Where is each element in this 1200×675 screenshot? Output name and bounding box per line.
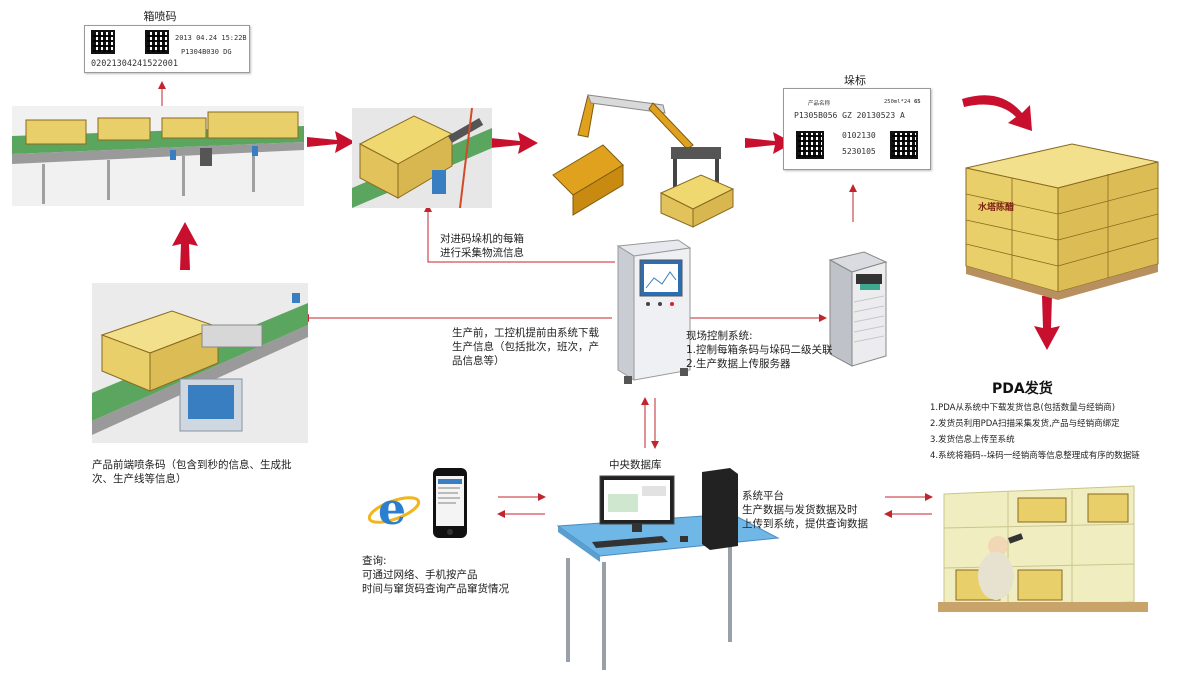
product-name-label: 产品名称 <box>808 101 831 107</box>
central-db-caption: 中央数据库 <box>609 459 662 471</box>
pda-step-1: 1.PDA从系统中下载发货信息(包括数量与经销商) <box>930 403 1116 413</box>
flow-arrow-up <box>172 222 198 270</box>
industrial-pc-cabinet-image <box>604 238 696 386</box>
pallet-spec: 250ml*24 <box>884 99 911 105</box>
front-coding-image <box>92 283 308 443</box>
conveyor-line-image <box>12 106 304 206</box>
flow-arrow-curved <box>962 95 1032 131</box>
carton-code-title: 箱喷码 <box>143 10 177 23</box>
pda-steps: 1.PDA从系统中下载发货信息(包括数量与经销商) 2.发货员利用PDA扫描采集… <box>930 400 1140 464</box>
svg-text:e: e <box>378 484 406 532</box>
smartphone-icon <box>432 467 468 539</box>
carton-date-time: 2013 04.24 15:22B <box>175 34 247 42</box>
flow-arrow-3 <box>745 132 793 154</box>
qr-code-icon <box>796 131 824 159</box>
pallet-stack-image: 水塔陈醋 <box>962 134 1162 304</box>
pda-step-4: 4.系统将箱码--垛码一经销商等信息整理成有序的数据链 <box>930 451 1140 461</box>
qr-code-icon <box>91 30 115 54</box>
before-production-caption: 生产前，工控机提前由系统下载 生产信息（包括批次，班次，产 品信息等） <box>452 327 599 367</box>
qr-code-icon <box>890 131 918 159</box>
pda-step-2: 2.发货员利用PDA扫描采集发货,产品与经销商绑定 <box>930 419 1120 429</box>
flow-arrow-down <box>1034 296 1060 350</box>
brand-mark: 水塔陈醋 <box>978 203 1015 213</box>
palletizing-robot-image <box>533 75 743 230</box>
carton-batch: P1304B030 DG <box>181 48 232 56</box>
pallet-spec-value: 65 <box>914 99 921 105</box>
pallet-label: 产品名称 250ml*24 65 P1305B056 GZ 20130523 A… <box>783 88 931 170</box>
pallet-batch-line: P1305B056 GZ 20130523 A <box>794 111 905 120</box>
front-coding-caption: 产品前端喷条码（包含到秒的信息、生成批 次、生产线等信息） <box>92 459 292 485</box>
central-database-workstation-image <box>552 464 782 670</box>
flow-arrow-1 <box>307 131 355 153</box>
label-printer-image <box>826 246 890 372</box>
system-platform-caption: 系统平台 生产数据与发货数据及时 上传到系统，提供查询数据 <box>742 490 868 530</box>
pda-step-3: 3.发货信息上传至系统 <box>930 435 1015 445</box>
carton-code-label: 2013 04.24 15:22B P1304B030 DG 020213042… <box>84 25 250 73</box>
internet-explorer-icon: e <box>368 482 422 532</box>
field-control-caption: 现场控制系统: 1.控制每箱条码与垛码二级关联 2.生产数据上传服务器 <box>686 330 833 370</box>
warehouse-pda-image <box>938 484 1148 612</box>
query-caption: 查询: 可通过网络、手机按产品 时间与窜货码查询产品窜货情况 <box>362 555 509 595</box>
flow-arrow-2 <box>490 132 538 154</box>
pallet-code-b: 5230105 <box>842 147 876 156</box>
pallet-label-title: 垛标 <box>844 74 866 87</box>
stacker-collect-caption: 对进码垛机的每箱 进行采集物流信息 <box>440 233 524 259</box>
scanner-closeup-image <box>352 108 492 208</box>
qr-code-icon <box>145 30 169 54</box>
pallet-code-a: 0102130 <box>842 131 876 140</box>
carton-serial: 02021304241522001 <box>91 59 178 69</box>
pda-title: PDA发货 <box>992 381 1053 397</box>
